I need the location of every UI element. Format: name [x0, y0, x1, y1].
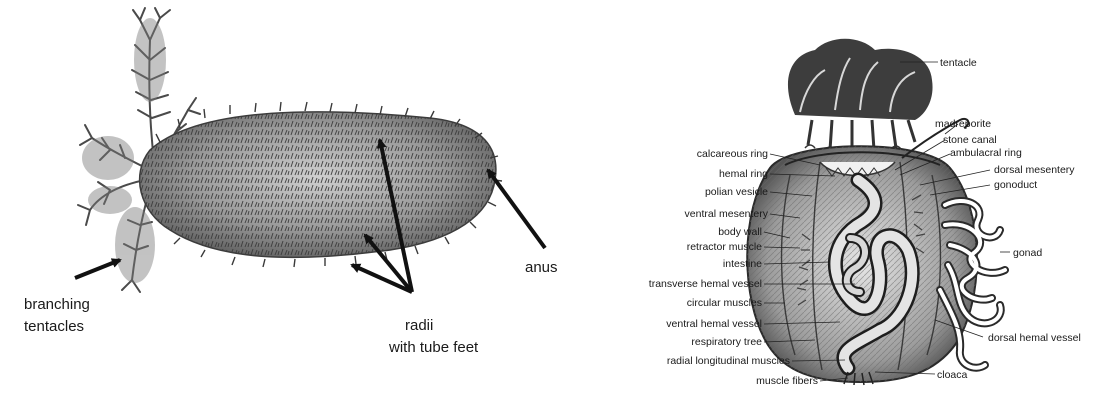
external-view: branching tentacles radii with tube feet… — [24, 8, 558, 356]
label-transverse-hemal-vessel: transverse hemal vessel — [649, 278, 762, 290]
label-with-tube-feet: with tube feet — [388, 339, 479, 356]
label-madreporite: madreporite — [935, 118, 991, 130]
label-dorsal-hemal-vessel: dorsal hemal vessel — [988, 332, 1081, 344]
label-respiratory-tree: respiratory tree — [691, 336, 762, 348]
label-anus: anus — [525, 259, 558, 276]
label-tentacles: tentacles — [24, 318, 84, 335]
label-branching: branching — [24, 296, 90, 313]
label-ambulacral-ring: ambulacral ring — [950, 147, 1022, 159]
tentacle-crown — [788, 39, 933, 151]
label-muscle-fibers: muscle fibers — [756, 375, 818, 387]
label-radial-longitudinal-muscles: radial longitudinal muscles — [667, 355, 790, 367]
internal-view: tentacle madreporite stone canal ambulac… — [649, 39, 1081, 387]
label-gonoduct: gonoduct — [994, 179, 1037, 191]
label-hemal-ring: hemal ring — [719, 168, 768, 180]
sea-cucumber-body — [140, 102, 502, 267]
label-body-wall: body wall — [718, 226, 762, 238]
label-ventral-mesentery: ventral mesentery — [685, 208, 769, 220]
arrow-to-tentacles — [75, 260, 120, 278]
label-cloaca: cloaca — [937, 369, 968, 381]
label-dorsal-mesentery: dorsal mesentery — [994, 164, 1075, 176]
label-ventral-hemal-vessel: ventral hemal vessel — [666, 318, 762, 330]
label-tentacle: tentacle — [940, 57, 977, 69]
label-radii: radii — [405, 317, 433, 334]
label-calcareous-ring: calcareous ring — [697, 148, 768, 160]
label-circular-muscles: circular muscles — [687, 297, 762, 309]
label-stone-canal: stone canal — [943, 134, 997, 146]
label-gonad: gonad — [1013, 247, 1042, 259]
arrow-to-anus — [488, 170, 545, 248]
label-polian-vesicle: polian vesicle — [705, 186, 768, 198]
label-retractor-muscle: retractor muscle — [687, 241, 762, 253]
label-intestine: intestine — [723, 258, 762, 270]
